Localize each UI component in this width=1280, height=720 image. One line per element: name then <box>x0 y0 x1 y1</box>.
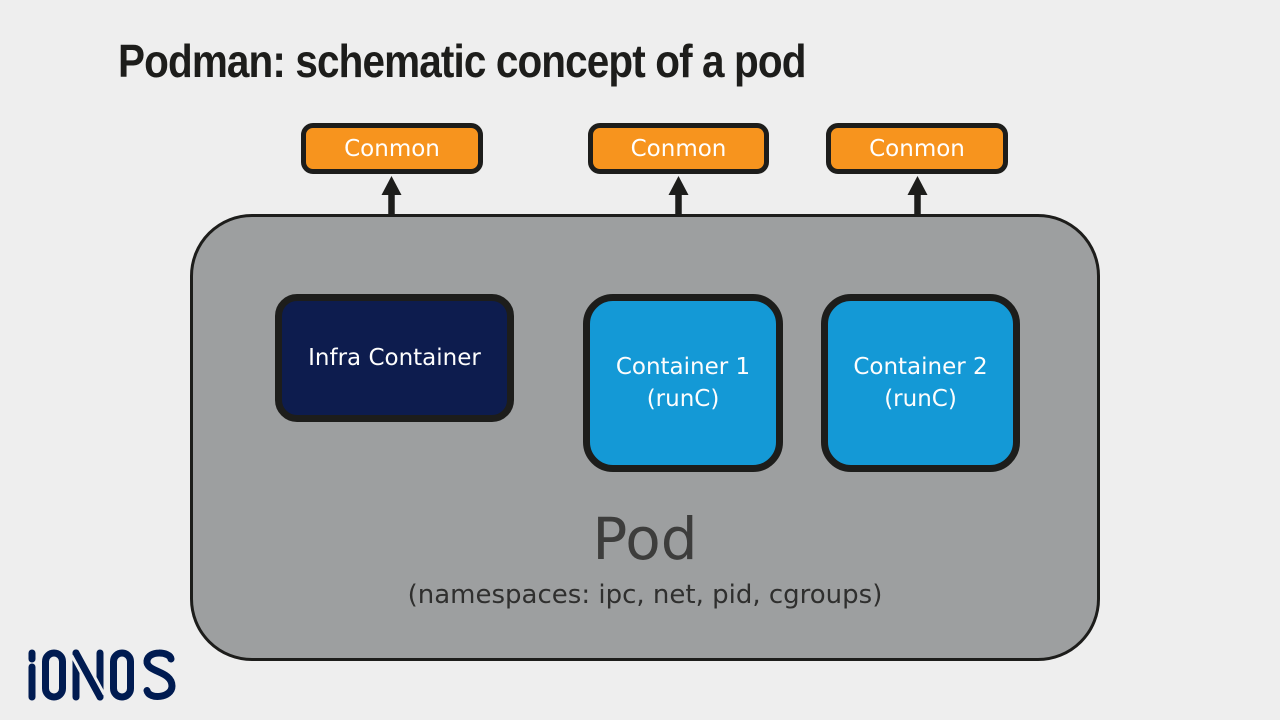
container-2-runtime: (runC) <box>884 386 957 412</box>
logo-letter-o <box>42 649 66 701</box>
conmon-box-2: Conmon <box>588 123 769 174</box>
infra-container-box: Infra Container <box>275 294 514 422</box>
container-1-box: Container 1 (runC) <box>583 294 783 472</box>
infra-container-label: Infra Container <box>308 344 481 371</box>
conmon-box-3: Conmon <box>826 123 1008 174</box>
ionos-logo <box>28 649 176 701</box>
page-title: Podman: schematic concept of a pod <box>118 35 806 87</box>
logo-letter-o2 <box>110 649 134 701</box>
container-1-runtime: (runC) <box>646 386 720 412</box>
pod-namespaces-label: (namespaces: ipc, net, pid, cgroups) <box>407 580 883 610</box>
conmon-box-1: Conmon <box>301 123 483 174</box>
container-2-box: Container 2 (runC) <box>821 294 1020 472</box>
pod-label: Pod <box>592 505 698 573</box>
pod-container: Infra Container Container 1 (runC) Conta… <box>190 214 1100 661</box>
conmon-label: Conmon <box>869 135 965 162</box>
conmon-label: Conmon <box>344 135 440 162</box>
conmon-label: Conmon <box>630 135 727 162</box>
container-1-label: Container 1 <box>615 353 751 380</box>
logo-letter-s <box>143 649 176 700</box>
container-2-label: Container 2 <box>853 353 988 380</box>
